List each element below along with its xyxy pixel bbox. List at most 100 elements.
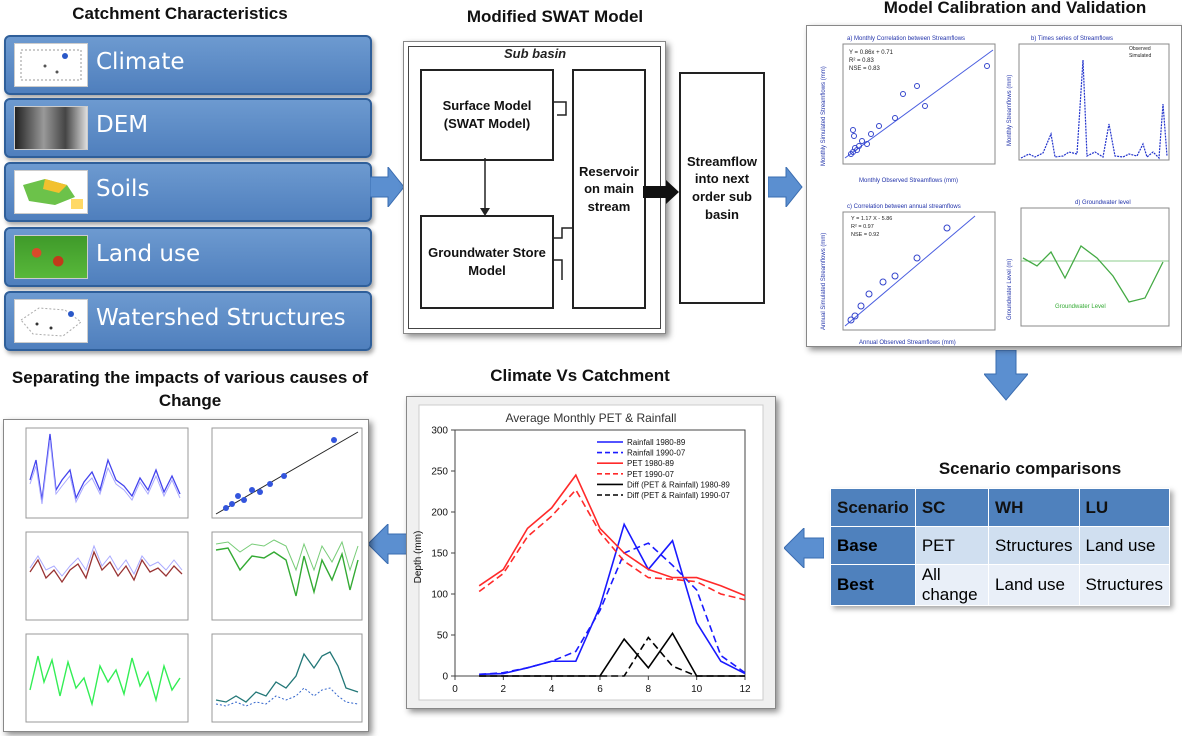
y-tick-label: 100 <box>431 590 448 601</box>
table-cell: Structures <box>988 526 1080 565</box>
surface-model-box: Surface Model (SWAT Model) <box>420 69 554 161</box>
soils-map-icon <box>14 170 88 214</box>
catchment-item-structures: Watershed Structures <box>4 291 372 351</box>
table-cell: PET <box>914 526 990 565</box>
arrow-right-2 <box>768 167 803 207</box>
y-tick-label: 200 <box>431 508 448 519</box>
cal-c-eq3: NSE = 0.92 <box>851 232 879 238</box>
legend-label: PET 1980-89 <box>627 459 675 468</box>
catchment-label: Soils <box>96 176 150 202</box>
impacts-heading-line2: Change <box>158 391 222 410</box>
catchment-label: Land use <box>96 241 201 267</box>
surface-line2: (SWAT Model) <box>443 116 531 131</box>
cal-c-title: c) Correlation between annual streamflow… <box>847 204 961 210</box>
cal-c-eq2: R² = 0.97 <box>851 224 874 230</box>
cal-c-ylabel: Annual Simulated Streamflows (mm) <box>821 233 827 330</box>
table-cell: Land use <box>1078 526 1171 565</box>
climate-vs-heading: Climate Vs Catchment <box>490 366 670 385</box>
cal-b-series <box>1020 59 1168 160</box>
cal-c-eq1: Y = 1.17 X - 5.86 <box>851 216 892 222</box>
table-row: Best All change Land use Structures <box>830 564 1171 606</box>
chart-ylabel: Depth (mm) <box>413 531 424 584</box>
y-tick-label: 300 <box>431 426 448 437</box>
y-tick-label: 50 <box>437 631 449 642</box>
table-cell: Structures <box>1078 564 1171 606</box>
cal-a-eq1: Y = 0.86x + 0.71 <box>849 50 894 56</box>
table-header-cell: WH <box>988 488 1080 527</box>
legend-label: Diff (PET & Rainfall) 1990-07 <box>627 491 730 500</box>
legend-label: PET 1990-07 <box>627 470 675 479</box>
swat-heading: Modified SWAT Model <box>466 7 644 26</box>
table-row: Base PET Structures Land use <box>830 526 1171 565</box>
table-cell: All change <box>914 564 990 606</box>
cal-d-title: d) Groundwater level <box>1075 200 1131 206</box>
catchment-item-dem: DEM <box>4 98 372 158</box>
catchment-item-climate: Climate <box>4 35 372 95</box>
table-header-cell: Scenario <box>830 488 916 527</box>
climate-chart: Average Monthly PET & Rainfall Depth (mm… <box>413 404 764 701</box>
catchment-label: Watershed Structures <box>96 305 346 331</box>
chart-title: Average Monthly PET & Rainfall <box>506 411 677 425</box>
surface-line1: Surface Model <box>442 98 532 114</box>
legend-label: Rainfall 1980-89 <box>627 438 686 447</box>
cal-b-ylabel: Monthly Streamflows (mm) <box>1007 75 1013 146</box>
cal-c-xlabel: Annual Observed Streamflows (mm) <box>859 340 956 346</box>
cal-d-series <box>1022 245 1164 303</box>
x-tick-label: 2 <box>501 684 507 695</box>
x-tick-label: 12 <box>739 684 751 695</box>
cal-d-legend: Groundwater Level <box>1055 304 1106 310</box>
landuse-map-icon <box>14 235 88 279</box>
legend-label: Diff (PET & Rainfall) 1980-89 <box>627 480 730 489</box>
cal-a-eq3: NSE = 0.83 <box>849 66 881 72</box>
reservoir-line1: Reservoir <box>579 163 639 179</box>
series-line-3 <box>478 473 746 597</box>
x-tick-label: 6 <box>597 684 603 695</box>
catchment-heading: Catchment Characteristics <box>72 4 288 23</box>
groundwater-box: Groundwater Store Model <box>420 215 554 309</box>
catchment-label: Climate <box>96 49 185 75</box>
structures-map-icon <box>14 299 88 343</box>
calibration-heading: Model Calibration and Validation <box>883 0 1147 17</box>
impacts-plots <box>25 427 363 723</box>
scenario-table: Scenario SC WH LU Base PET Structures La… <box>830 488 1171 606</box>
climate-chart-panel: Average Monthly PET & Rainfall Depth (mm… <box>406 396 776 709</box>
streamflow-box: Streamflow into next order sub basin <box>679 72 765 304</box>
sub-basin-label: Sub basin <box>504 46 567 61</box>
streamflow-line2: into next <box>694 171 750 187</box>
cal-b-title: b) Times series of Streamflows <box>1031 36 1113 42</box>
swat-connectors <box>480 101 679 280</box>
cal-a-eq2: R² = 0.83 <box>849 58 875 64</box>
calibration-panel: a) Monthly Correlation between Streamflo… <box>806 25 1182 347</box>
cal-d-ylabel: Groundwater Level (m) <box>1007 259 1013 320</box>
y-tick-label: 0 <box>442 672 448 683</box>
cal-b-legend1: Observed <box>1129 46 1151 52</box>
series-line-6 <box>479 636 745 677</box>
y-tick-label: 250 <box>431 467 448 478</box>
legend-label: Rainfall 1990-07 <box>627 449 686 458</box>
arrow-left-1 <box>784 528 824 568</box>
arrow-down <box>984 350 1028 401</box>
impacts-panel <box>3 419 369 732</box>
cal-a-ylabel: Monthly Simulated Streamflows (mm) <box>821 66 827 166</box>
climate-map-icon <box>14 43 88 87</box>
arrow-right-1 <box>370 167 405 207</box>
dem-map-icon <box>14 106 88 150</box>
streamflow-line4: basin <box>705 206 739 222</box>
catchment-item-soils: Soils <box>4 162 372 222</box>
ground-line2: Model <box>468 263 506 278</box>
reservoir-line2: on main <box>584 181 634 197</box>
table-header-row: Scenario SC WH LU <box>830 488 1171 527</box>
series-line-4 <box>478 488 746 601</box>
x-tick-label: 10 <box>691 684 703 695</box>
table-header-cell: SC <box>914 488 990 527</box>
cal-a-xlabel: Monthly Observed Streamflows (mm) <box>859 178 958 184</box>
table-row-header: Base <box>830 526 916 565</box>
streamflow-line1: Streamflow <box>686 153 758 169</box>
cal-a-title: a) Monthly Correlation between Streamflo… <box>847 36 965 42</box>
reservoir-line3: stream <box>587 198 631 214</box>
ground-line1: Groundwater Store <box>428 245 546 261</box>
arrow-left-2 <box>368 524 408 564</box>
table-row-header: Best <box>830 564 916 606</box>
streamflow-line3: order sub <box>692 189 752 204</box>
x-tick-label: 4 <box>549 684 555 695</box>
